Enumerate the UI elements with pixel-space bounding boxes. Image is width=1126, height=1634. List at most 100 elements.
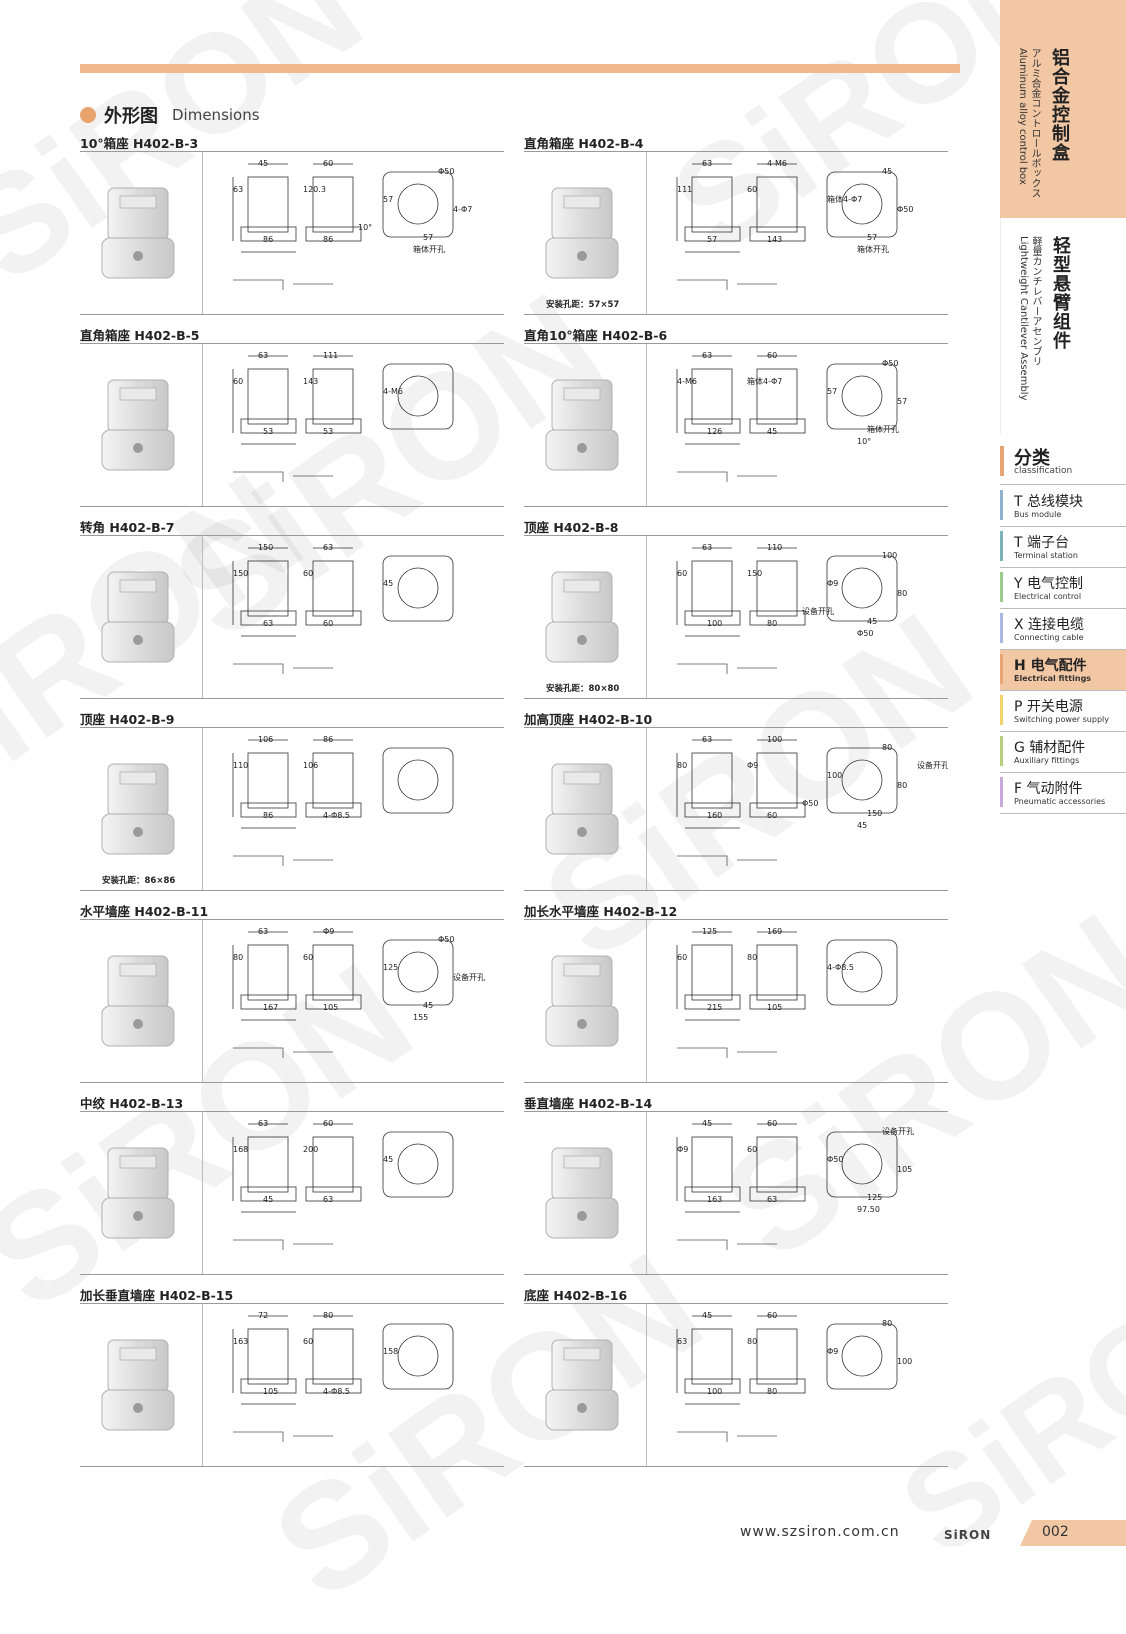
section-title-en: Dimensions xyxy=(172,106,260,124)
dimension-label: 86 xyxy=(263,811,273,820)
dimension-label: 63 xyxy=(258,1119,268,1128)
dimension-label: 63 xyxy=(323,543,333,552)
cell-title: 加长水平墙座 H402-B-12 xyxy=(524,904,678,919)
footer-logo: SiRON xyxy=(944,1528,992,1542)
dimension-label: 53 xyxy=(263,427,273,436)
category-label-cn: X 连接电缆 xyxy=(1014,617,1085,633)
product-photo-icon xyxy=(101,187,175,279)
dimension-label: 72 xyxy=(258,1311,268,1320)
dimension-label: 63 xyxy=(702,159,712,168)
dimension-label: 45 xyxy=(867,617,877,626)
dimension-label: 60 xyxy=(767,1311,777,1320)
product-photo-icon xyxy=(545,1147,619,1239)
product-photo-icon xyxy=(101,763,175,855)
product-photo xyxy=(524,344,647,506)
category-color-bar xyxy=(1000,777,1003,807)
category-label-en: Switching power supply xyxy=(1014,715,1109,724)
category-label-cn: H 电气配件 xyxy=(1014,658,1087,674)
dimension-label: 60 xyxy=(677,569,687,578)
product-photo-icon xyxy=(545,1339,619,1431)
dimension-label: 60 xyxy=(767,1119,777,1128)
dimension-label: 215 xyxy=(707,1003,722,1012)
dimension-label: 80 xyxy=(677,761,687,770)
dimension-label: Φ9 xyxy=(677,1145,688,1154)
sidebar-mid-jp: 軽量カンチレバーアセンブリ xyxy=(1030,236,1041,366)
dimension-label: 4-Φ8.5 xyxy=(323,811,350,820)
cell-title: 垂直墙座 H402-B-14 xyxy=(524,1096,653,1111)
product-photo-icon xyxy=(101,1147,175,1239)
dimension-label: 45 xyxy=(702,1119,712,1128)
sidebar-top-en: Aluminum alloy control box xyxy=(1017,48,1028,185)
dimension-label: 45 xyxy=(857,821,867,830)
dimension-label: 63 xyxy=(258,351,268,360)
page-number-tab: 002 xyxy=(1020,1520,1126,1546)
dimension-label: Φ50 xyxy=(827,1155,843,1164)
category-label-cn: F 气动附件 xyxy=(1014,781,1083,797)
dimension-label: Φ50 xyxy=(438,167,454,176)
dimension-label: 57 xyxy=(383,195,393,204)
section-title: 外形图 Dimensions xyxy=(80,102,260,128)
mounting-hole-note: 安装孔距：86×86 xyxy=(102,876,176,886)
dimension-label: 143 xyxy=(767,235,782,244)
dimension-label: 100 xyxy=(827,771,842,780)
dimension-label: 155 xyxy=(413,1013,428,1022)
mounting-hole-note: 安装孔距：80×80 xyxy=(546,684,620,694)
dimension-label: 57 xyxy=(423,233,433,242)
cell-title: 顶座 H402-B-8 xyxy=(524,520,619,535)
dimension-label: 63 xyxy=(702,351,712,360)
product-photo: 安装孔距：86×86 xyxy=(80,728,203,890)
dimension-label: 150 xyxy=(258,543,273,552)
cell-title: 顶座 H402-B-9 xyxy=(80,712,175,727)
product-photo xyxy=(524,1112,647,1274)
cell-title: 中绞 H402-B-13 xyxy=(80,1096,184,1111)
dimension-label: 4-Φ8.5 xyxy=(827,963,854,972)
dimension-label: 80 xyxy=(897,781,907,790)
dimension-label: 80 xyxy=(767,1387,777,1396)
top-accent-bar xyxy=(80,64,960,73)
dimension-label: 60 xyxy=(303,953,313,962)
cell-title: 加高顶座 H402-B-10 xyxy=(524,712,653,727)
category-label-cn: T 端子台 xyxy=(1014,535,1070,551)
dimension-label: 60 xyxy=(747,185,757,194)
section-title-cn: 外形图 xyxy=(104,106,158,127)
dimension-label: 45 xyxy=(882,167,892,176)
dimension-label: 167 xyxy=(263,1003,278,1012)
footer-url[interactable]: www.szsiron.com.cn xyxy=(740,1524,900,1540)
dimension-label: 80 xyxy=(323,1311,333,1320)
dimension-label: 63 xyxy=(702,735,712,744)
dimension-label: 80 xyxy=(897,589,907,598)
cell-title: 直角箱座 H402-B-5 xyxy=(80,328,200,343)
product-photo-icon xyxy=(545,571,619,663)
dimension-label: 45 xyxy=(263,1195,273,1204)
product-photo xyxy=(524,728,647,890)
dimension-label: 80 xyxy=(233,953,243,962)
dimension-label: 105 xyxy=(897,1165,912,1174)
dimension-label: 箱体4-Φ7 xyxy=(827,194,862,204)
